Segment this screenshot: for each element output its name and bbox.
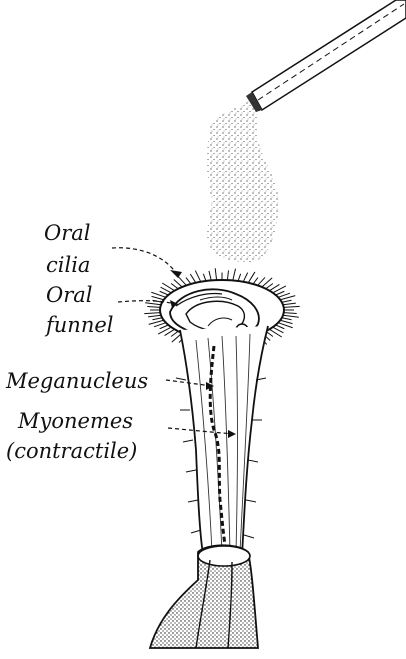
cilium bbox=[171, 283, 178, 288]
cilium bbox=[266, 283, 273, 288]
label-myonemes-line1: Myonemes bbox=[18, 410, 133, 432]
label-oral-cilia-line1: Oral bbox=[44, 222, 91, 244]
cilium bbox=[258, 277, 265, 285]
cilium bbox=[152, 318, 162, 320]
cilium bbox=[253, 278, 258, 284]
cilium bbox=[227, 270, 228, 280]
cilium bbox=[145, 303, 161, 305]
cilium bbox=[152, 296, 164, 299]
label-oral-funnel-line2: funnel bbox=[46, 314, 114, 336]
cilium bbox=[283, 315, 299, 317]
cilium bbox=[248, 272, 255, 283]
cilium bbox=[190, 274, 195, 283]
base-sheath bbox=[150, 545, 258, 648]
cilium bbox=[282, 318, 292, 320]
cilium bbox=[276, 291, 285, 295]
cilium bbox=[280, 320, 292, 323]
cilium bbox=[186, 278, 191, 284]
label-myonemes-line2: (contractile) bbox=[6, 440, 137, 462]
cilium bbox=[209, 271, 211, 281]
particle-stream bbox=[206, 100, 278, 262]
cilium bbox=[238, 274, 241, 281]
cilium bbox=[148, 315, 161, 317]
cilium bbox=[278, 293, 290, 297]
cilium bbox=[276, 325, 285, 329]
cilium bbox=[284, 313, 297, 314]
label-oral-funnel-line1: Oral bbox=[46, 284, 93, 306]
body bbox=[176, 326, 268, 560]
cilium bbox=[203, 274, 206, 281]
cilium bbox=[283, 303, 296, 305]
cilium bbox=[243, 273, 247, 282]
cilium bbox=[215, 268, 216, 280]
label-meganucleus: Meganucleus bbox=[6, 370, 148, 392]
leader-oral-cilia bbox=[112, 248, 178, 276]
cilium bbox=[284, 306, 300, 307]
arrowhead-oral-cilia bbox=[170, 270, 182, 278]
cilium bbox=[233, 269, 236, 281]
label-oral-cilia-line2: cilia bbox=[46, 254, 90, 276]
cilium bbox=[154, 323, 166, 327]
cilium bbox=[147, 307, 160, 308]
cilium bbox=[160, 325, 169, 329]
cilium bbox=[171, 331, 178, 336]
pipette bbox=[246, 0, 406, 112]
cilium bbox=[282, 300, 292, 302]
cilium bbox=[144, 313, 160, 314]
cilium bbox=[160, 291, 169, 295]
cilium bbox=[195, 271, 200, 282]
